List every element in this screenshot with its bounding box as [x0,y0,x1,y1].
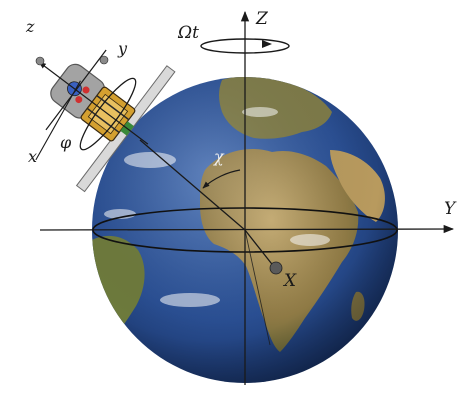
x-axis-body [35,80,81,161]
label-y-body: y [117,39,128,58]
label-x-body: x [28,147,37,166]
label-x-global: X [282,271,297,291]
z-axis-body-ball [35,56,45,66]
x-axis-back [244,229,271,346]
y-axis-body-ball [99,55,109,65]
z-axis-body [38,61,149,145]
label-z-body: z [25,17,35,36]
y-axis-global [39,224,455,234]
rotation-arrow-icon [262,40,272,48]
label-phi: φ [60,133,72,152]
chi-arc [202,169,241,189]
label-z-global: Z [255,9,269,29]
satellite [35,49,176,193]
phi-ellipse [79,77,137,151]
x-axis-global [244,229,276,269]
label-y-global: Y [444,199,457,219]
label-chi: χ [213,147,225,166]
x-axis-tip-ball [269,261,283,275]
radius-line [139,139,246,231]
label-rotation: Ωt [177,23,199,43]
y-axis-body [45,49,107,131]
